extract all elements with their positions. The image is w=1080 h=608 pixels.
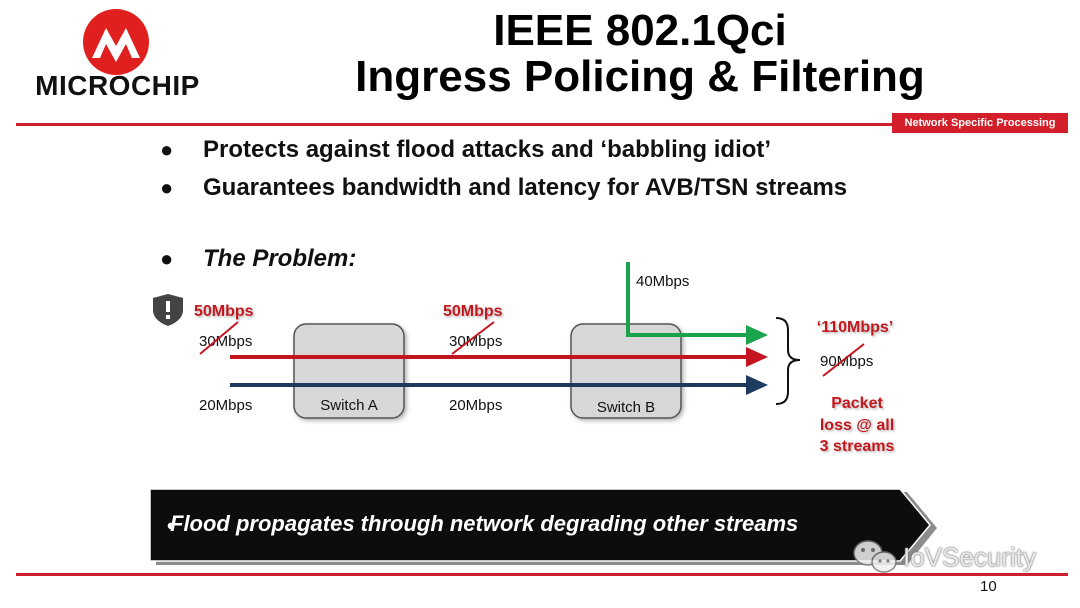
shield-icon [153,294,183,326]
switch-b-label: Switch B [597,399,655,416]
result-line-3: 3 streams [820,438,895,455]
left-red-crossed-label: 30Mbps [199,333,252,350]
bullet-item: ● Protects against flood attacks and ‘bab… [160,136,771,166]
microchip-logo: MICROCHIP [30,8,205,103]
banner-arrow [149,488,931,562]
bullet-text: Guarantees bandwidth and latency for AVB… [203,174,848,201]
footer-divider [16,573,1068,576]
left-red-actual-label: 50Mbps [194,303,254,320]
green-stream-line [626,262,748,337]
section-tag: Network Specific Processing [892,113,1068,133]
left-blue-label: 20Mbps [199,397,252,414]
page-number: 10 [980,578,997,595]
title-line-1: IEEE 802.1Qci [493,6,787,55]
wechat-icon [853,540,897,573]
banner-bullet: • [167,513,175,538]
watermark-text: IoVSecurity [903,542,1036,572]
strike-line [199,321,239,355]
logo-text: MICROCHIP [35,70,200,101]
mid-red-actual-label: 50Mbps [443,303,503,320]
brace [775,317,801,405]
title-line-2: Ingress Policing & Filtering [355,52,925,101]
bullet-dot: ● [160,175,174,200]
header-divider [16,123,1068,126]
total-crossed-label: 90Mbps [820,353,873,370]
bullet-dot: ● [160,137,174,162]
bullet-item: ● The Problem: [160,245,356,275]
bullet-item: ● Guarantees bandwidth and latency for AV… [160,174,847,204]
green-arrowhead [746,325,768,345]
result-line-2: loss @ all [820,417,894,434]
mid-blue-label: 20Mbps [449,397,502,414]
strike-line [451,321,495,355]
bullet-dot: ● [160,246,174,271]
bullet-text: Protects against flood attacks and ‘babb… [203,136,772,163]
red-arrowhead [746,347,768,367]
green-label: 40Mbps [636,273,689,290]
blue-arrowhead [746,375,768,395]
switch-a-label: Switch A [320,397,378,414]
strike-line [822,343,865,377]
total-actual-label: ‘110Mbps’ [817,319,893,336]
microchip-logo-icon [83,9,149,75]
bullet-text: The Problem: [203,245,357,272]
slide-title: IEEE 802.1Qci Ingress Policing & Filteri… [300,8,980,100]
switch-a-box [293,323,405,419]
banner-text: Flood propagates through network degradi… [170,511,799,536]
result-line-1: Packet [831,395,883,412]
